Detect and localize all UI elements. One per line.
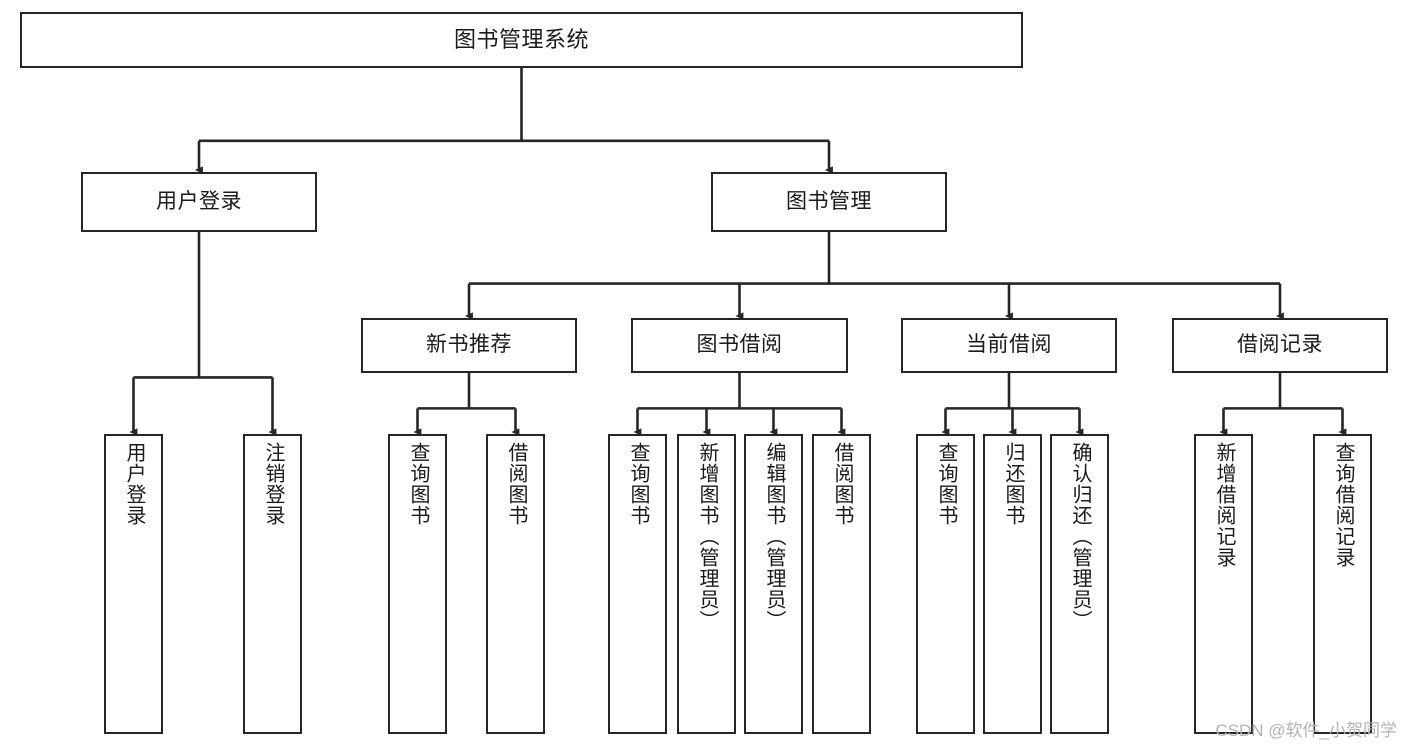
csdn-watermark: CSDN @软件_小贺同学 [1215,721,1397,740]
node-current-borrow[interactable]: 当前借阅 [901,318,1117,373]
node-leaf-borrow-book-2[interactable]: 借阅图书 [812,434,871,734]
node-leaf-add-record[interactable]: 新增借阅记录 [1194,434,1253,734]
node-label: 用户登录 [156,189,242,213]
node-label: 图书管理 [786,189,872,213]
node-label: 借阅记录 [1237,333,1323,357]
node-leaf-query-book-3[interactable]: 查询图书 [916,434,975,734]
node-label: 新增借阅记录 [1213,442,1235,568]
node-leaf-query-book-2[interactable]: 查询图书 [608,434,667,734]
node-root-system[interactable]: 图书管理系统 [20,12,1023,68]
node-label: 查询图书 [407,442,429,526]
node-book-borrow[interactable]: 图书借阅 [631,318,848,373]
node-leaf-edit-book[interactable]: 编辑图书（管理员） [744,434,803,734]
node-label: 用户登录 [123,442,145,526]
node-label: 归还图书 [1002,442,1024,526]
node-user-login[interactable]: 用户登录 [81,172,317,232]
node-leaf-logout[interactable]: 注销登录 [243,434,302,734]
node-new-book-recommend[interactable]: 新书推荐 [361,318,577,373]
node-label: 新书推荐 [426,333,512,357]
node-label: 新增图书（管理员） [696,442,718,631]
node-leaf-query-record[interactable]: 查询借阅记录 [1313,434,1372,734]
node-label: 查询借阅记录 [1332,442,1354,568]
node-leaf-query-book-1[interactable]: 查询图书 [388,434,447,734]
node-label: 编辑图书（管理员） [763,442,785,631]
node-label: 确认归还（管理员） [1069,442,1091,631]
node-borrow-record[interactable]: 借阅记录 [1172,318,1388,373]
node-leaf-add-book[interactable]: 新增图书（管理员） [677,434,736,734]
node-label: 当前借阅 [966,333,1052,357]
node-label: 借阅图书 [831,442,853,526]
node-label: 注销登录 [262,442,284,526]
node-label: 借阅图书 [505,442,527,526]
node-label: 图书借阅 [696,333,783,357]
node-leaf-user-login[interactable]: 用户登录 [104,434,163,734]
node-leaf-return-book[interactable]: 归还图书 [983,434,1042,734]
node-label: 查询图书 [935,442,957,526]
node-book-manage[interactable]: 图书管理 [711,172,947,232]
node-leaf-borrow-book-1[interactable]: 借阅图书 [486,434,545,734]
node-leaf-confirm-return[interactable]: 确认归还（管理员） [1050,434,1109,734]
node-label: 图书管理系统 [453,27,589,53]
node-label: 查询图书 [627,442,649,526]
